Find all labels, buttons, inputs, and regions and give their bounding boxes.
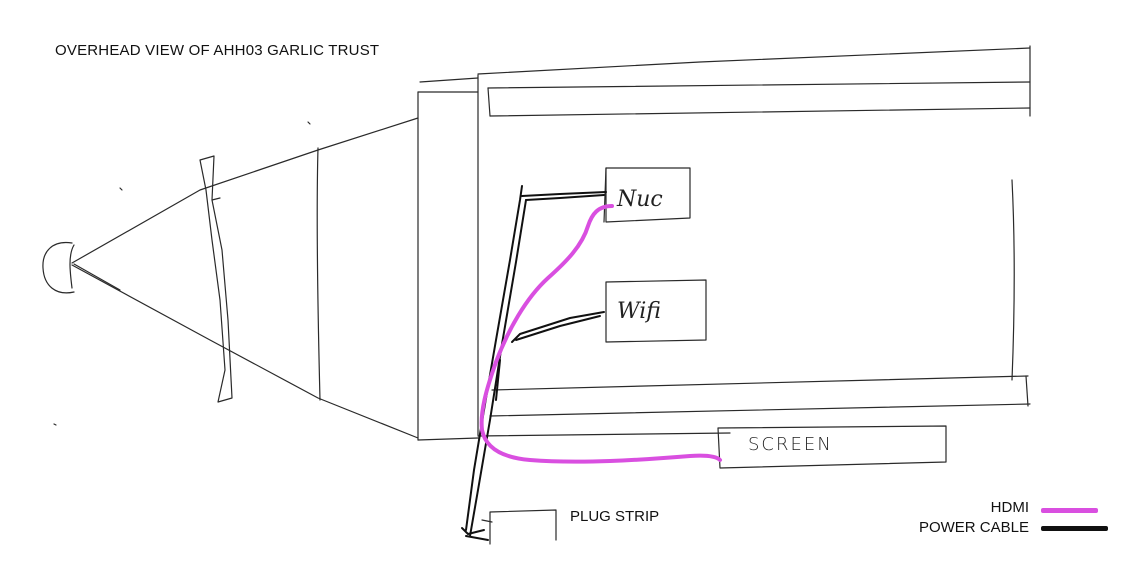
body-top-inner [487,81,1031,89]
cone-bottom-edge [71,264,419,439]
body-lower-inner [491,375,1029,391]
power-cable-wifi [511,311,605,343]
legend-hdmi-swatch [1041,508,1098,513]
body-top-inner2 [489,107,1031,117]
plug-strip-box [489,509,557,545]
power-cable-nuc [521,191,607,197]
body-top-outer [477,47,1031,75]
legend-power-label: POWER CABLE [918,519,1029,536]
hdmi-cable [479,204,722,464]
body-bottom [477,432,731,437]
body-lower-inner2 [489,403,1031,417]
nuc-label: Nuc [617,187,663,212]
wifi-box [605,279,707,343]
diagram-title: OVERHEAD VIEW OF AHH03 GARLIC TRUST [55,42,380,59]
plug-strip-label: PLUG STRIP [570,508,660,525]
screen-box [717,425,947,469]
screen-label: SCREEN [748,434,833,455]
legend-hdmi-label: HDMI [990,499,1029,516]
cone-band [199,155,233,403]
nose-cap [42,241,75,294]
power-cables [461,185,607,541]
cone-top-edge [71,117,419,264]
wifi-label: Wifi [617,299,661,324]
nuc-box [605,167,691,223]
legend-power-swatch [1041,526,1108,531]
